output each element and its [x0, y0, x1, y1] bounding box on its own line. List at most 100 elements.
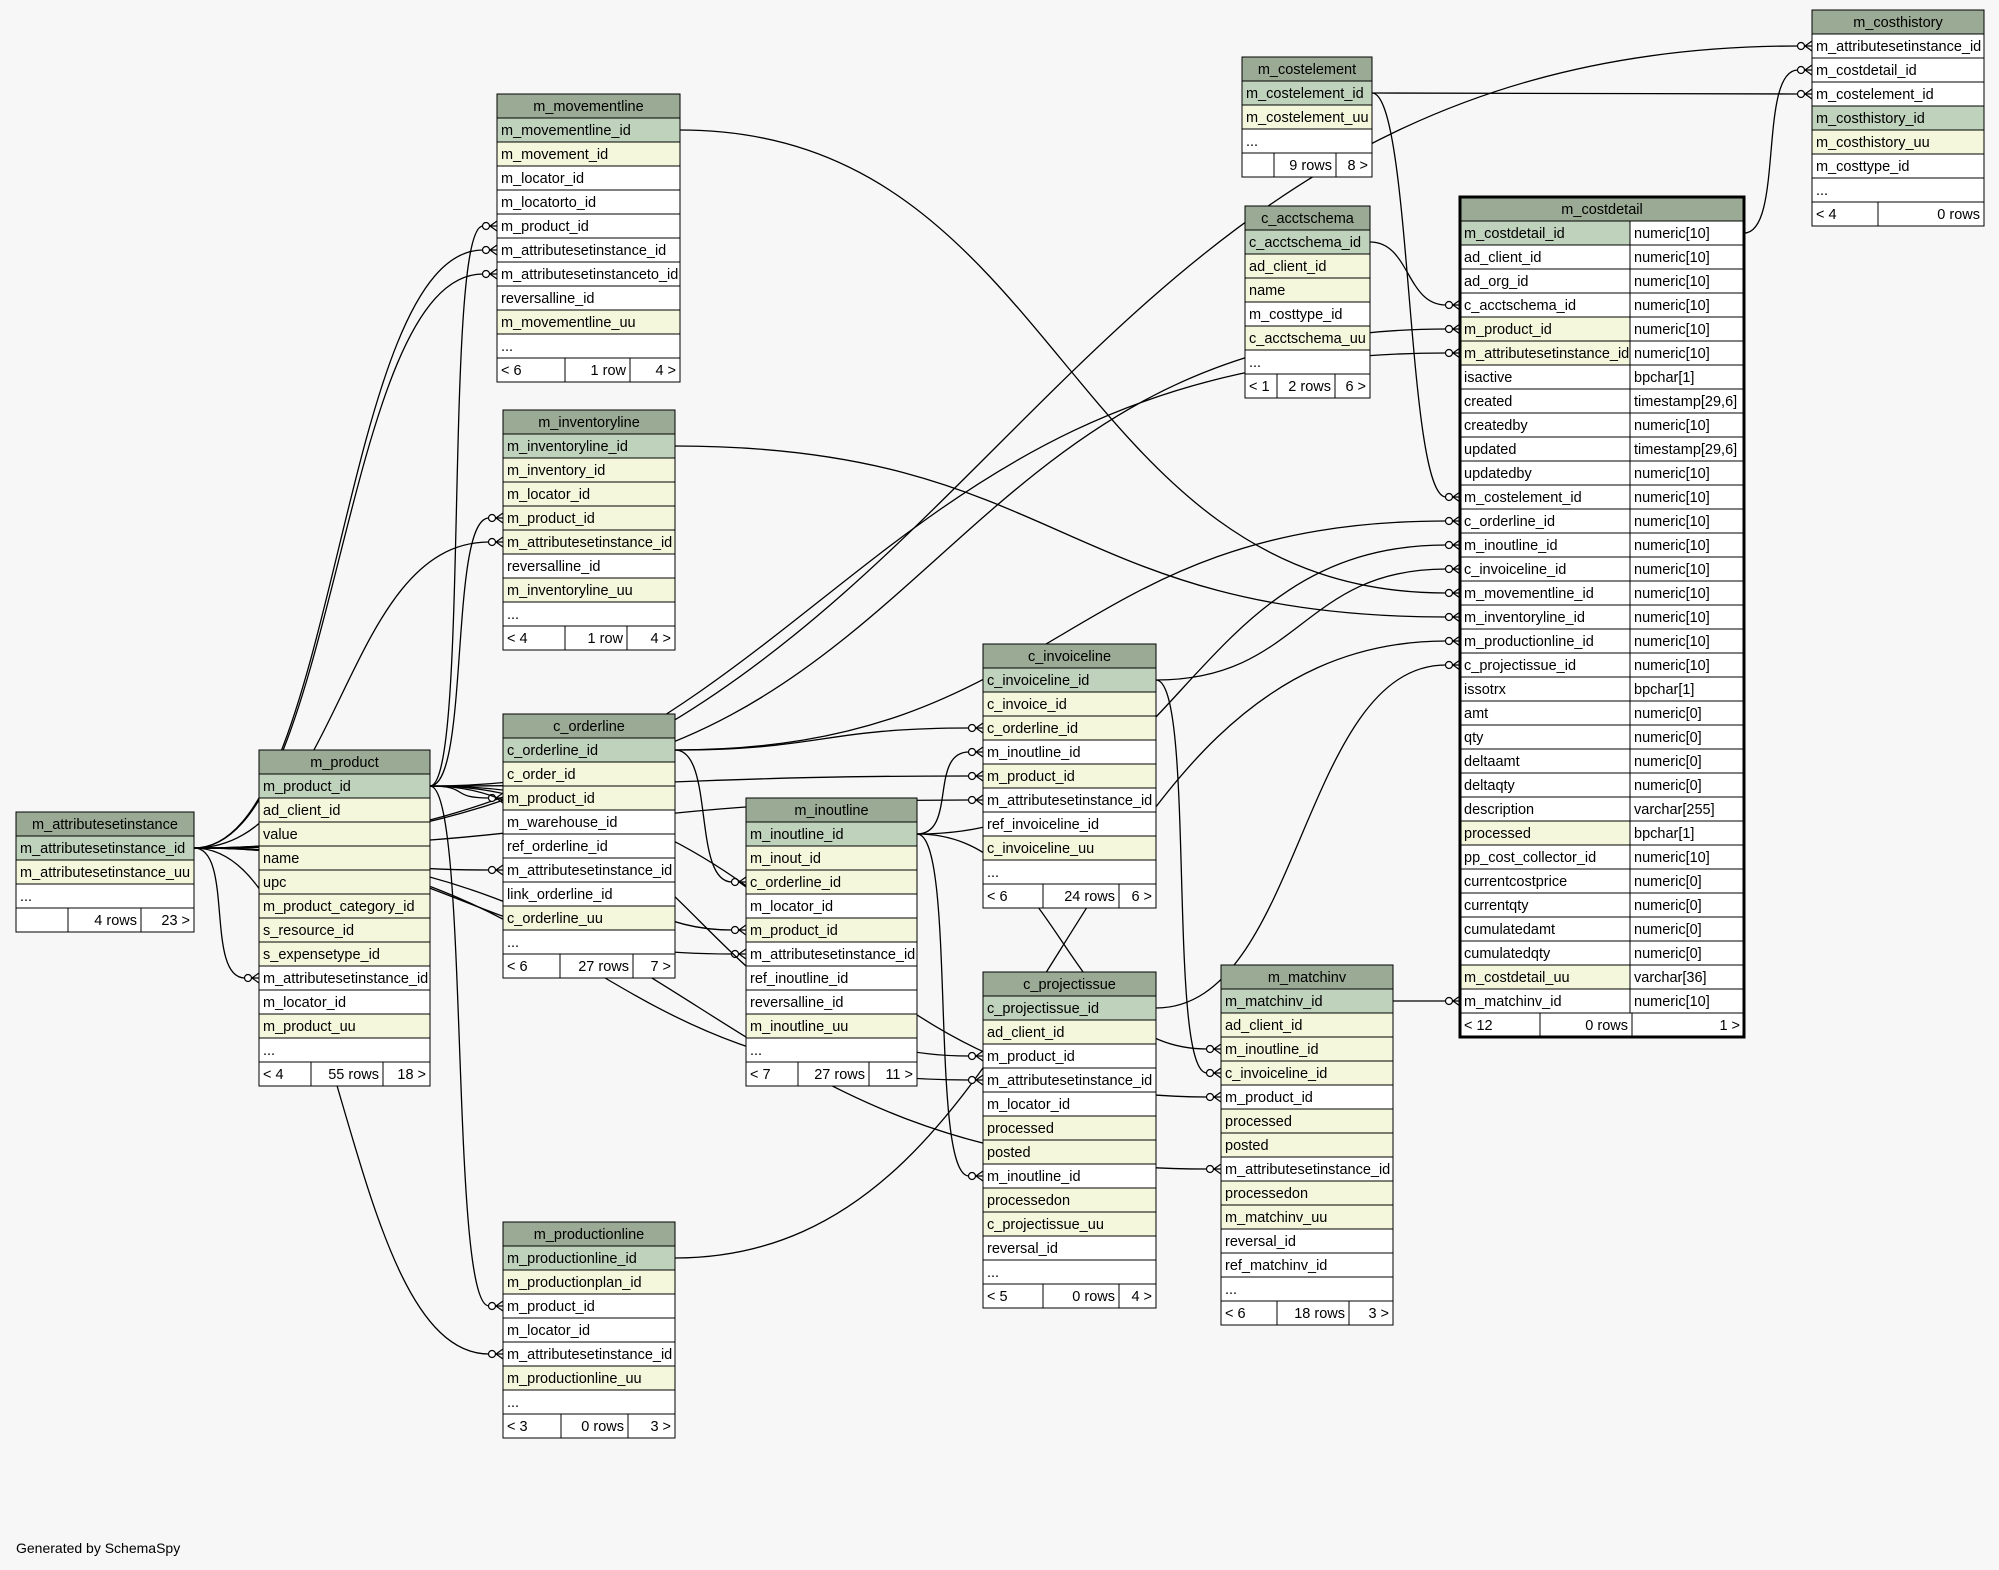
- column-row[interactable]: s_expensetype_id: [258, 941, 431, 967]
- children-link[interactable]: 11 >: [885, 1067, 913, 1083]
- column-row[interactable]: numeric[0]currentcostprice: [1459, 868, 1745, 894]
- column-row[interactable]: m_attributesetinstance_id: [982, 1067, 1157, 1093]
- column-row[interactable]: numeric[10]m_costelement_id: [1459, 484, 1745, 510]
- column-row[interactable]: numeric[0]deltaamt: [1459, 748, 1745, 774]
- column-row[interactable]: name: [258, 845, 431, 871]
- column-row[interactable]: bpchar[1]processed: [1459, 820, 1745, 846]
- column-row[interactable]: m_inoutline_id: [982, 739, 1157, 765]
- parents-link[interactable]: < 7: [750, 1067, 771, 1083]
- column-row[interactable]: numeric[10]pp_cost_collector_id: [1459, 844, 1745, 870]
- children-link[interactable]: 3 >: [1368, 1306, 1389, 1322]
- column-row[interactable]: ...: [982, 859, 1157, 885]
- column-row[interactable]: m_costelement_id: [1241, 80, 1373, 106]
- column-row[interactable]: ...: [1244, 349, 1371, 375]
- column-row[interactable]: upc: [258, 869, 431, 895]
- column-row[interactable]: numeric[0]cumulatedqty: [1459, 940, 1745, 966]
- parents-link[interactable]: < 6: [1225, 1306, 1246, 1322]
- children-link[interactable]: 4 >: [655, 363, 676, 379]
- column-row[interactable]: m_warehouse_id: [502, 809, 676, 835]
- column-row[interactable]: m_locator_id: [496, 165, 681, 191]
- children-link[interactable]: 6 >: [1345, 379, 1366, 395]
- column-row[interactable]: m_attributesetinstance_id: [258, 965, 431, 991]
- column-row[interactable]: m_product_id: [258, 773, 431, 799]
- column-row[interactable]: ref_invoiceline_id: [982, 811, 1157, 837]
- column-row[interactable]: m_locator_id: [502, 481, 676, 507]
- children-link[interactable]: 23 >: [161, 913, 190, 929]
- column-row[interactable]: numeric[10]m_product_id: [1459, 316, 1745, 342]
- parents-link[interactable]: < 6: [507, 959, 528, 975]
- column-row[interactable]: ...: [502, 929, 676, 955]
- column-row[interactable]: m_attributesetinstance_id: [502, 1341, 676, 1367]
- column-row[interactable]: processedon: [1220, 1180, 1394, 1206]
- column-row[interactable]: m_product_id: [982, 1043, 1157, 1069]
- column-row[interactable]: m_inoutline_id: [1220, 1036, 1394, 1062]
- column-row[interactable]: posted: [982, 1139, 1157, 1165]
- column-row[interactable]: m_product_id: [745, 917, 918, 943]
- column-row[interactable]: m_attributesetinstance_id: [496, 237, 681, 263]
- column-row[interactable]: m_attributesetinstance_id: [502, 529, 676, 555]
- column-row[interactable]: processedon: [982, 1187, 1157, 1213]
- column-row[interactable]: ...: [496, 333, 681, 359]
- column-row[interactable]: m_attributesetinstance_uu: [15, 859, 195, 885]
- parents-link[interactable]: < 12: [1464, 1018, 1493, 1034]
- column-row[interactable]: c_acctschema_id: [1244, 229, 1371, 255]
- parents-link[interactable]: < 3: [507, 1419, 528, 1435]
- column-row[interactable]: numeric[10]m_costdetail_id: [1459, 220, 1745, 246]
- column-row[interactable]: ref_inoutline_id: [745, 965, 918, 991]
- column-row[interactable]: c_orderline_id: [502, 737, 676, 763]
- column-row[interactable]: posted: [1220, 1132, 1394, 1158]
- column-row[interactable]: numeric[10]m_attributesetinstance_id: [1459, 340, 1745, 366]
- column-row[interactable]: c_invoiceline_id: [1220, 1060, 1394, 1086]
- column-row[interactable]: bpchar[1]isactive: [1459, 364, 1745, 390]
- column-row[interactable]: m_locator_id: [502, 1317, 676, 1343]
- column-row[interactable]: m_inout_id: [745, 845, 918, 871]
- column-row[interactable]: m_costtype_id: [1244, 301, 1371, 327]
- column-row[interactable]: numeric[0]amt: [1459, 700, 1745, 726]
- column-row[interactable]: ...: [1811, 177, 1985, 203]
- children-link[interactable]: 1 >: [1719, 1018, 1740, 1034]
- column-row[interactable]: m_inventory_id: [502, 457, 676, 483]
- column-row[interactable]: ...: [1241, 128, 1373, 154]
- column-row[interactable]: reversal_id: [982, 1235, 1157, 1261]
- column-row[interactable]: m_inoutline_id: [745, 821, 918, 847]
- children-link[interactable]: 8 >: [1347, 158, 1368, 174]
- column-row[interactable]: m_inoutline_id: [982, 1163, 1157, 1189]
- column-row[interactable]: ...: [982, 1259, 1157, 1285]
- column-row[interactable]: reversal_id: [1220, 1228, 1394, 1254]
- column-row[interactable]: c_orderline_id: [745, 869, 918, 895]
- column-row[interactable]: c_invoiceline_uu: [982, 835, 1157, 861]
- column-row[interactable]: m_movement_id: [496, 141, 681, 167]
- column-row[interactable]: m_product_id: [1220, 1084, 1394, 1110]
- column-row[interactable]: m_inventoryline_id: [502, 433, 676, 459]
- column-row[interactable]: value: [258, 821, 431, 847]
- column-row[interactable]: ...: [745, 1037, 918, 1063]
- column-row[interactable]: m_costhistory_id: [1811, 105, 1985, 131]
- children-link[interactable]: 18 >: [397, 1067, 426, 1083]
- column-row[interactable]: ref_orderline_id: [502, 833, 676, 859]
- column-row[interactable]: m_movementline_id: [496, 117, 681, 143]
- column-row[interactable]: c_orderline_id: [982, 715, 1157, 741]
- column-row[interactable]: numeric[10]m_productionline_id: [1459, 628, 1745, 654]
- column-row[interactable]: reversalline_id: [496, 285, 681, 311]
- column-row[interactable]: m_inventoryline_uu: [502, 577, 676, 603]
- column-row[interactable]: numeric[10]m_movementline_id: [1459, 580, 1745, 606]
- column-row[interactable]: m_costhistory_uu: [1811, 129, 1985, 155]
- children-link[interactable]: 6 >: [1131, 889, 1152, 905]
- column-row[interactable]: ref_matchinv_id: [1220, 1252, 1394, 1278]
- parents-link[interactable]: < 6: [987, 889, 1008, 905]
- column-row[interactable]: m_locator_id: [258, 989, 431, 1015]
- column-row[interactable]: m_attributesetinstance_id: [745, 941, 918, 967]
- parents-link[interactable]: < 4: [507, 631, 528, 647]
- children-link[interactable]: 7 >: [650, 959, 671, 975]
- column-row[interactable]: m_costelement_uu: [1241, 104, 1373, 130]
- column-row[interactable]: ad_client_id: [1244, 253, 1371, 279]
- column-row[interactable]: ...: [1220, 1276, 1394, 1302]
- column-row[interactable]: c_orderline_uu: [502, 905, 676, 931]
- column-row[interactable]: m_costelement_id: [1811, 81, 1985, 107]
- column-row[interactable]: m_locatorto_id: [496, 189, 681, 215]
- column-row[interactable]: m_attributesetinstanceto_id: [496, 261, 681, 287]
- column-row[interactable]: c_projectissue_id: [982, 995, 1157, 1021]
- column-row[interactable]: m_productionline_uu: [502, 1365, 676, 1391]
- column-row[interactable]: c_order_id: [502, 761, 676, 787]
- column-row[interactable]: m_attributesetinstance_id: [15, 835, 195, 861]
